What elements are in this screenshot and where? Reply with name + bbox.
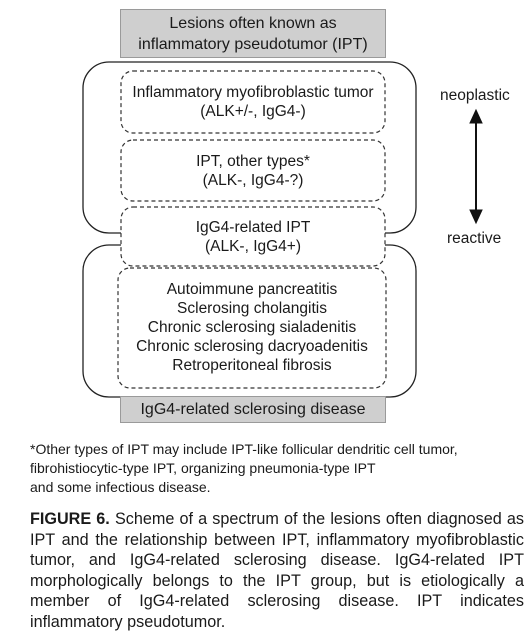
igg4-diseases-box: Autoimmune pancreatitis Sclerosing chola… (118, 272, 386, 382)
igg4-ipt-box-outline (120, 206, 386, 267)
figure-label: FIGURE 6. (30, 510, 110, 528)
other-ipt-markers: (ALK-, IgG4-?) (202, 171, 304, 189)
other-ipt-name: IPT, other types* (196, 152, 310, 170)
disease-item: Autoimmune pancreatitis (166, 280, 338, 298)
imt-box-outline (120, 70, 386, 134)
scheme-diagram (82, 61, 483, 398)
disease-item: Sclerosing cholangitis (177, 299, 327, 317)
other-ipt-box-outline (120, 139, 386, 202)
disease-item: Chronic sclerosing sialadenitis (147, 318, 357, 336)
imt-markers: (ALK+/-, IgG4-) (200, 103, 306, 120)
igg4-diseases-box-outline (117, 267, 387, 389)
disease-item: Chronic sclerosing dacryoadenitis (136, 337, 368, 355)
footnote-line-2: fibrohistiocytic-type IPT, organizing pn… (30, 460, 376, 476)
bottom-label-text: IgG4-related sclerosing disease (140, 401, 366, 418)
spectrum-arrow (469, 108, 483, 225)
igg4-ipt-name: IgG4-related IPT (195, 218, 311, 236)
footnote-line-3: and some infectious disease. (30, 479, 211, 495)
caption-text: Scheme of a spectrum of the lesions ofte… (30, 510, 524, 631)
imt-box: Inflammatory myofibroblastic tumor (ALK+… (121, 71, 385, 133)
axis-label-neoplastic: neoplastic (440, 87, 510, 104)
igg4-ipt-box: IgG4-related IPT (ALK-, IgG4+) (121, 207, 385, 266)
figure-caption: FIGURE 6. Scheme of a spectrum of the le… (30, 509, 524, 632)
disease-item: Retroperitoneal fibrosis (172, 356, 332, 374)
imt-name: Inflammatory myofibroblastic tumor (132, 84, 374, 101)
bottom-label: IgG4-related sclerosing disease (120, 396, 386, 423)
top-label-line-2: inflammatory pseudotumor (IPT) (138, 35, 368, 53)
footnote-line-1: *Other types of IPT may include IPT-like… (30, 441, 458, 457)
footnote: *Other types of IPT may include IPT-like… (30, 440, 525, 497)
other-ipt-box: IPT, other types* (ALK-, IgG4-?) (121, 140, 385, 201)
igg4-ipt-markers: (ALK-, IgG4+) (204, 237, 302, 255)
top-label: Lesions often known as inflammatory pseu… (120, 9, 386, 58)
top-label-line-1: Lesions often known as (169, 14, 337, 32)
axis-label-reactive: reactive (447, 230, 502, 247)
